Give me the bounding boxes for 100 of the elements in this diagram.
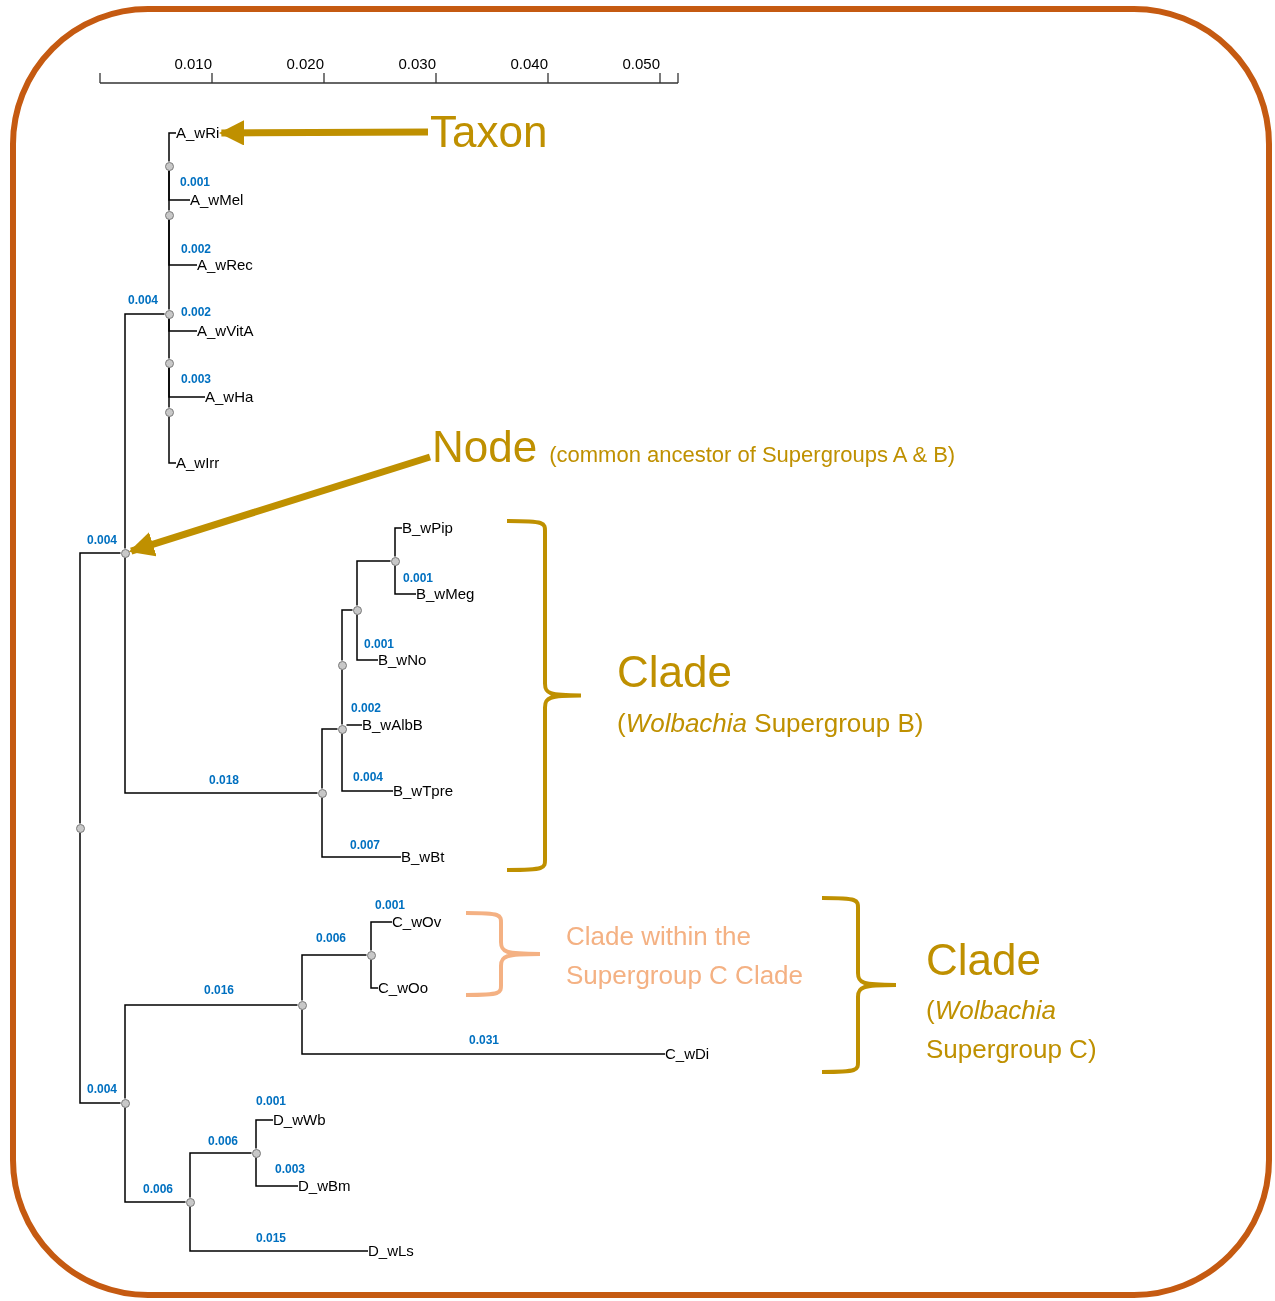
branch-length-label: 0.004 [127, 293, 159, 307]
branch-length-label: 0.003 [180, 372, 212, 386]
node-circle [164, 161, 174, 171]
branch-length-label: 0.031 [468, 1033, 500, 1047]
clade-note: (Wolbachia Supergroup C) [926, 994, 1098, 1066]
tick-label: 0.040 [510, 55, 548, 73]
branch-length-label: 0.015 [255, 1231, 287, 1245]
taxon-label: B_wNo [378, 651, 427, 669]
taxon-label: B_wTpre [393, 782, 454, 800]
taxon-label: C_wDi [665, 1045, 710, 1063]
branch-length-label: 0.004 [86, 533, 118, 547]
branch-line [168, 169, 191, 201]
node-circle [317, 788, 327, 798]
branch-line [79, 552, 122, 825]
branch-length-label: 0.006 [142, 1182, 174, 1196]
annotation-heading: Node [432, 422, 538, 472]
branch-line [341, 668, 343, 726]
branch-length-label: 0.018 [208, 773, 240, 787]
annotation-note: (common ancestor of Supergroups A & B) [549, 442, 956, 468]
branch-line [301, 954, 368, 1002]
node-circle [352, 605, 362, 615]
taxon-label: B_wPip [402, 519, 453, 537]
tick-label: 0.030 [398, 55, 436, 73]
node-circle [366, 950, 376, 960]
annotation-heading: Taxon [430, 107, 548, 157]
taxon-label: D_wBm [298, 1177, 351, 1195]
branch-line [356, 560, 392, 607]
branch-length-label: 0.004 [352, 770, 384, 784]
node-circle [120, 548, 130, 558]
branch-line [356, 613, 379, 661]
branch-length-label: 0.016 [203, 983, 235, 997]
clade-heading: Clade [617, 647, 732, 697]
taxon-label: D_wWb [273, 1111, 326, 1129]
node-circle [75, 823, 85, 833]
node-circle [297, 1000, 307, 1010]
branch-line [341, 732, 394, 792]
clade-note: Clade within the Supergroup C Clade [566, 920, 805, 992]
branch-line [255, 1119, 274, 1150]
branch-line [168, 218, 198, 266]
branch-length-label: 0.007 [349, 838, 381, 852]
taxon-label: C_wOv [392, 913, 442, 931]
node-circle [185, 1197, 195, 1207]
branch-line [321, 728, 339, 790]
branch-line [341, 609, 354, 662]
branch-length-label: 0.002 [180, 242, 212, 256]
branch-line [124, 1004, 299, 1100]
clade-note: (Wolbachia Supergroup B) [617, 707, 925, 740]
node-circle [337, 724, 347, 734]
taxon-label: A_wRec [197, 256, 253, 274]
taxon-label: B_wMeg [416, 585, 475, 603]
taxon-label: C_wOo [378, 979, 429, 997]
arrow [128, 453, 432, 557]
branch-line [345, 724, 363, 726]
branch-line [124, 313, 166, 550]
branch-line [168, 366, 170, 409]
branch-length-label: 0.002 [180, 305, 212, 319]
branch-line [394, 564, 417, 595]
branch-line [394, 527, 403, 558]
branch-line [255, 1156, 299, 1187]
branch-line [79, 831, 122, 1104]
branch-length-label: 0.004 [86, 1082, 118, 1096]
branch-line [370, 921, 393, 952]
branch-line [321, 796, 402, 858]
branch-line [189, 1205, 369, 1252]
node-circle [164, 309, 174, 319]
branch-line [168, 132, 177, 163]
tick-label: 0.050 [622, 55, 660, 73]
node-circle [120, 1098, 130, 1108]
taxon-label: A_wRi [176, 124, 220, 142]
branch-length-label: 0.006 [207, 1134, 239, 1148]
branch-length-label: 0.006 [315, 931, 347, 945]
branch-line [124, 556, 319, 794]
branch-length-label: 0.001 [374, 898, 406, 912]
node-circle [251, 1148, 261, 1158]
taxon-label: D_wLs [368, 1242, 414, 1260]
branch-line [189, 1152, 253, 1199]
node-circle [164, 210, 174, 220]
node-circle [164, 358, 174, 368]
taxon-label: A_wMel [190, 191, 244, 209]
taxon-label: B_wAlbB [362, 716, 423, 734]
taxon-label: B_wBt [401, 848, 445, 866]
node-circle [337, 660, 347, 670]
branch-length-label: 0.001 [402, 571, 434, 585]
tick-label: 0.010 [174, 55, 212, 73]
branch-line [168, 415, 177, 464]
node-circle [390, 556, 400, 566]
taxon-label: A_wIrr [176, 454, 220, 472]
branch-line [301, 1008, 666, 1055]
branch-line [370, 958, 379, 989]
taxon-label: A_wHa [205, 388, 254, 406]
branch-length-label: 0.003 [274, 1162, 306, 1176]
branch-line [168, 317, 170, 360]
branch-length-label: 0.001 [179, 175, 211, 189]
tick-label: 0.020 [286, 55, 324, 73]
branch-length-label: 0.001 [255, 1094, 287, 1108]
clade-heading: Clade [926, 935, 1041, 985]
branch-length-label: 0.001 [363, 637, 395, 651]
branch-length-label: 0.002 [350, 701, 382, 715]
taxon-label: A_wVitA [197, 322, 254, 340]
branch-line [124, 1106, 187, 1203]
